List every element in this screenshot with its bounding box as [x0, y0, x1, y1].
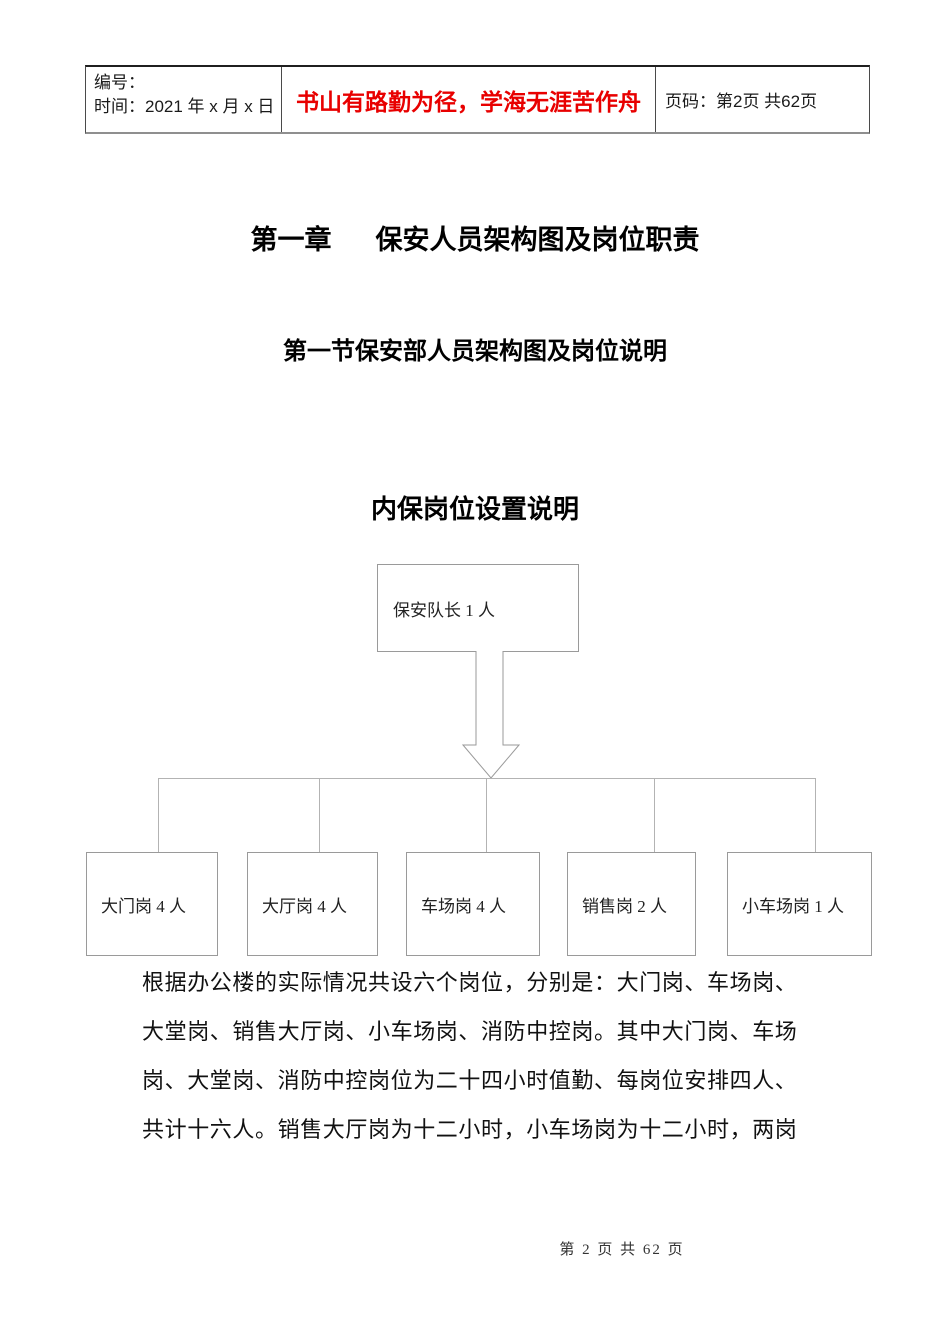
orgchart-child-label: 销售岗 2 人	[582, 896, 667, 916]
footer-page-indicator: 第 2 页 共 62 页	[559, 1242, 685, 1258]
orgchart-child-box-hall: 大厅岗 4 人	[247, 852, 378, 956]
diagram-heading: 内保岗位设置说明	[370, 494, 579, 524]
chapter-title: 保安人员架构图及岗位职责	[375, 225, 700, 255]
orgchart-child-box-gate: 大门岗 4 人	[86, 852, 218, 956]
doc-time-label: 时间：2021 年 x 月 x 日	[94, 97, 275, 116]
orgchart-child-box-small-parking: 小车场岗 1 人	[727, 852, 872, 956]
page-number-info: 页码：第2页 共62页	[665, 92, 818, 111]
orgchart-drop-line	[815, 778, 816, 853]
paragraph-line: 大堂岗、销售大厅岗、小车场岗、消防中控岗。其中大门岗、车场	[142, 1019, 798, 1044]
orgchart-drop-line	[319, 778, 320, 853]
orgchart-child-label: 大厅岗 4 人	[262, 896, 347, 916]
orgchart-root-box: 保安队长 1 人	[377, 564, 579, 652]
header-cell-meta: 编号： 时间：2021 年 x 月 x 日	[86, 67, 281, 132]
paragraph-line: 根据办公楼的实际情况共设六个岗位，分别是：大门岗、车场岗、	[142, 970, 798, 995]
orgchart-child-label: 小车场岗 1 人	[742, 896, 844, 916]
orgchart-root-label: 保安队长 1 人	[393, 600, 495, 620]
body-paragraph: 根据办公楼的实际情况共设六个岗位，分别是：大门岗、车场岗、 大堂岗、销售大厅岗、…	[142, 958, 832, 1154]
orgchart-child-box-sales: 销售岗 2 人	[567, 852, 696, 956]
orgchart-drop-line	[654, 778, 655, 853]
chapter-heading: 第一章 保安人员架构图及岗位职责	[0, 218, 950, 257]
orgchart-child-label: 大门岗 4 人	[101, 896, 186, 916]
slogan-text: 书山有路勤为径，学海无涯苦作舟	[296, 88, 641, 115]
orgchart-horizontal-connector	[158, 778, 816, 779]
paragraph-line: 共计十六人。销售大厅岗为十二小时，小车场岗为十二小时，两岗	[142, 1117, 798, 1142]
orgchart-child-box-parking: 车场岗 4 人	[406, 852, 540, 956]
chapter-heading-gap	[332, 218, 376, 257]
section-heading: 第一节保安部人员架构图及岗位说明	[283, 338, 667, 365]
chapter-number: 第一章	[250, 225, 332, 255]
orgchart-drop-line	[486, 778, 487, 853]
orgchart-child-label: 车场岗 4 人	[421, 896, 506, 916]
doc-number-label: 编号：	[94, 73, 145, 92]
orgchart-drop-line	[158, 778, 159, 853]
down-arrow-icon	[462, 651, 520, 779]
header-cell-slogan: 书山有路勤为径，学海无涯苦作舟	[281, 67, 656, 132]
header-table: 编号： 时间：2021 年 x 月 x 日 书山有路勤为径，学海无涯苦作舟 页码…	[85, 65, 870, 134]
header-cell-page: 页码：第2页 共62页	[656, 67, 869, 132]
paragraph-line: 岗、大堂岗、消防中控岗位为二十四小时值勤、每岗位安排四人、	[142, 1068, 798, 1093]
